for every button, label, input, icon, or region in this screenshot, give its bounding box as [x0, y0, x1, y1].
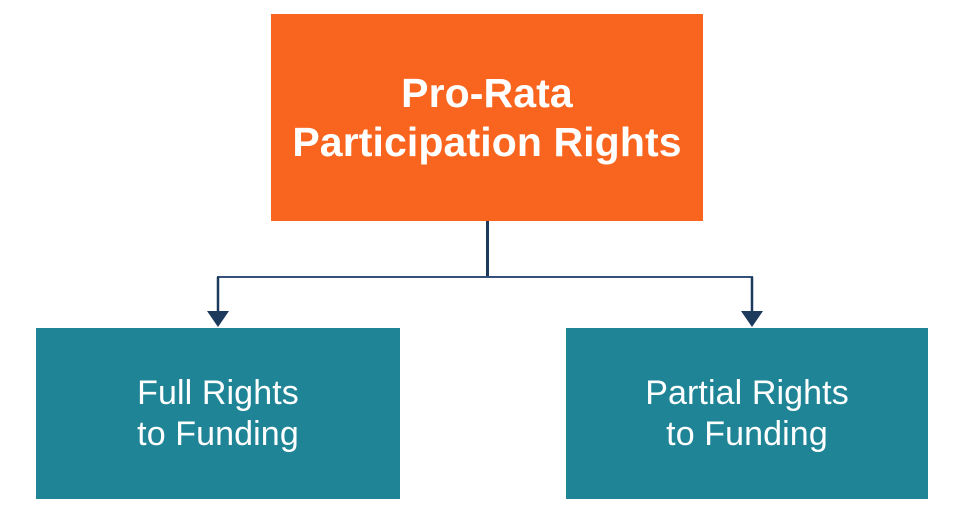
node-root[interactable]: Pro-Rata Participation Rights [271, 14, 703, 221]
node-full-rights-to-funding[interactable]: Full Rights to Funding [36, 328, 400, 499]
node-partial-rights-label: Partial Rights to Funding [645, 374, 849, 453]
left-arrowhead-icon [207, 311, 229, 327]
node-full-rights-label: Full Rights to Funding [137, 374, 299, 453]
right-arrowhead-icon [741, 311, 763, 327]
node-root-label: Pro-Rata Participation Rights [292, 70, 682, 165]
node-partial-rights-to-funding[interactable]: Partial Rights to Funding [566, 328, 928, 499]
